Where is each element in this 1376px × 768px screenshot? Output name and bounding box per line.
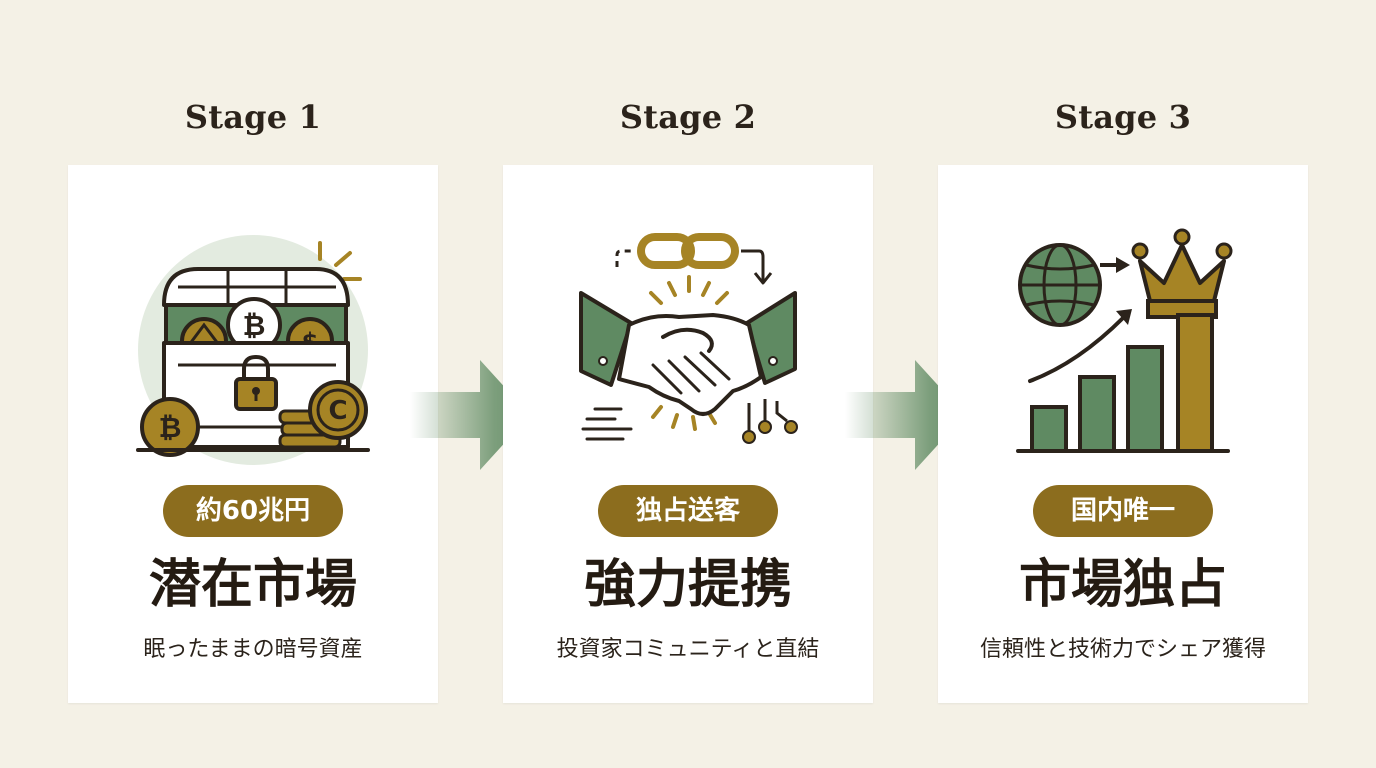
stage-3-description: 信頼性と技術力でシェア獲得 [979,637,1266,662]
svg-text:₿: ₿ [243,309,266,342]
stage-2-heading: 強力提携 [583,554,792,615]
stage-2-title: Stage 2 [619,98,757,136]
arrow-right-icon [410,360,530,470]
arrow-right-icon [845,360,965,470]
stage-2-card: 独占送客 強力提携 投資家コミュニティと直結 [503,165,873,703]
stage-2-badge: 独占送客 [598,485,778,537]
stage-1-description: 眠ったままの暗号資産 [143,637,363,662]
stage-1-card: $ ₿ C ₿ 約60兆円 潜在市場 眠ったままの暗号資産 [68,165,438,703]
stage-1-heading: 潜在市場 [148,554,357,615]
treasure-chest-crypto-icon: $ ₿ C ₿ [136,235,370,465]
stage-3-title: Stage 3 [1054,98,1192,136]
stage-3-heading: 市場独占 [1018,554,1227,615]
svg-text:₿: ₿ [159,411,182,444]
handshake-chain-icon [579,233,798,444]
stage-2-description: 投資家コミュニティと直結 [556,637,820,662]
growth-chart-crown-icon [1016,228,1233,453]
stage-1-badge: 約60兆円 [163,485,343,537]
stage-3-card: 国内唯一 市場独占 信頼性と技術力でシェア獲得 [938,165,1308,703]
stage-1-title: Stage 1 [184,98,322,136]
stage-3-badge: 国内唯一 [1033,485,1213,537]
svg-text:C: C [328,396,347,426]
